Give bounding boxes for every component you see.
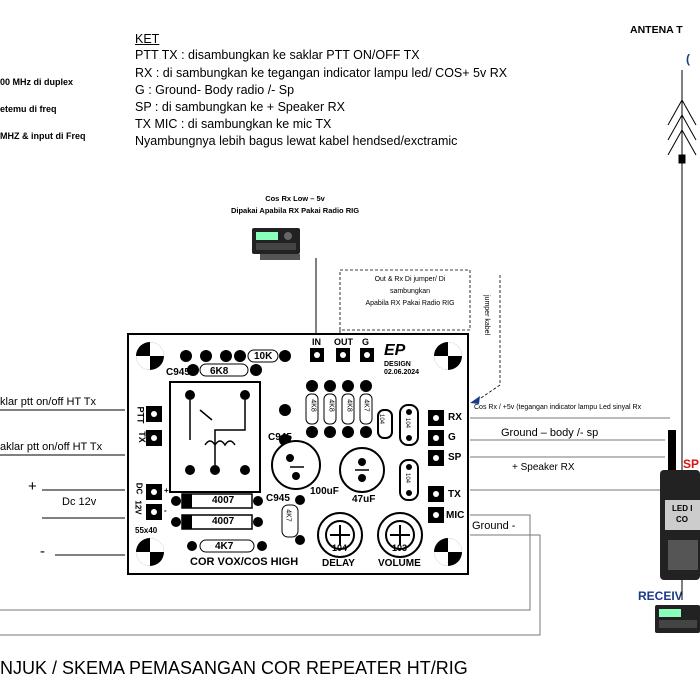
pcb-12v: 12V	[133, 500, 143, 515]
bottom-title: NJUK / SKEMA PEMASANGAN COR REPEATER HT/…	[0, 658, 468, 678]
ket-line-rx: RX : di sambungkan ke tegangan indicator…	[135, 66, 508, 80]
pcb-r10k: 10K	[254, 351, 273, 362]
ket-line-ptt: PTT TX : disambungkan ke saklar PTT ON/O…	[135, 48, 420, 62]
radio-screen-1: LED I	[672, 504, 693, 513]
label-dc12v: Dc 12v	[62, 496, 97, 508]
pcb-r4k8-1: 4K8	[309, 399, 317, 412]
side-note-2: etemu di freq	[0, 104, 57, 114]
ket-line-g: G : Ground- Body radio /- Sp	[135, 83, 295, 97]
label-ground-body: Ground – body /- sp	[501, 427, 599, 439]
label-plus: +	[28, 478, 37, 495]
label-speaker-rx: + Speaker RX	[512, 462, 575, 473]
pcb-ptt: PTT	[135, 406, 146, 424]
ket-title: KET	[135, 32, 160, 46]
pcb-r104: 104	[332, 543, 348, 553]
pcb-c945-3: C945	[266, 493, 290, 504]
ket-line-txmic: TX MIC : di sambungkan ke mic TX	[135, 117, 332, 131]
radio-screen-2: CO	[676, 515, 688, 524]
pcb-size: 55x40	[135, 526, 158, 535]
pcb-r4k7: 4K7	[362, 399, 370, 412]
radio-top-text: SP	[683, 457, 700, 471]
pcb-c104-3: 104	[404, 472, 411, 484]
pcb-g-pin: G	[448, 432, 456, 443]
delay-pot-icon	[317, 512, 363, 558]
jumper-note-line3: Apabila RX Pakai Radio RIG	[365, 300, 455, 307]
label-ptt-2: aklar ptt on/off HT Tx	[0, 441, 103, 453]
pcb-ep-logo: EP	[384, 342, 406, 359]
pcb-tx: TX	[136, 431, 147, 443]
pcb-c945-1: C945	[166, 367, 190, 378]
pcb-board	[127, 333, 469, 575]
pcb-minus: -	[164, 506, 167, 515]
pcb-r4k8-3: 4K8	[345, 399, 353, 412]
label-ptt-1: klar ptt on/off HT Tx	[0, 396, 96, 408]
ket-line-note: Nyambungnya lebih bagus lewat kabel hend…	[135, 134, 458, 148]
pcb-g: G	[362, 337, 370, 347]
jumper-note-line2: sambungkan	[389, 288, 431, 295]
label-minus: -	[40, 543, 45, 560]
pcb-txmic-mic: MIC	[446, 510, 465, 521]
pcb-in: IN	[312, 337, 321, 347]
ket-line-sp: SP : di sambungkan ke + Speaker RX	[135, 100, 345, 114]
pcb-out: OUT	[334, 337, 353, 347]
side-note-1: 00 MHz di duplex	[0, 77, 74, 87]
pcb-plus: +	[164, 486, 169, 495]
antenna-sub: (	[686, 52, 690, 66]
cos-note-line2: Dipakai Apabila RX Pakai Radio RIG	[230, 206, 360, 215]
pcb-d4007-1: 4007	[212, 495, 235, 506]
pcb-dc: DC	[134, 482, 144, 495]
pcb-sp: SP	[448, 452, 462, 463]
pcb-rx: RX	[448, 412, 462, 423]
pcb-cor-label: COR VOX/COS HIGH	[190, 556, 299, 568]
pcb-d4007-2: 4007	[212, 516, 235, 527]
pcb-volume-label: VOLUME	[378, 558, 421, 569]
rig-radio-icon	[252, 228, 300, 260]
handheld-radio-icon	[660, 430, 700, 580]
pcb-r103: 103	[392, 543, 408, 553]
pcb-r4k8-2: 4K8	[327, 399, 335, 412]
rig-radio-bottom-icon	[655, 605, 700, 633]
cos-note-line1: Cos Rx Low – 5v	[265, 194, 325, 203]
pcb-c100uf: 100uF	[310, 486, 339, 497]
pcb-c104-2: 104	[404, 417, 411, 429]
jumper-note-line1: Out & Rx Di jumper/ Di	[374, 276, 446, 283]
receiver-label: RECEIV	[638, 589, 683, 603]
antenna-label: ANTENA T	[630, 24, 683, 36]
pcb-design: DESIGN	[384, 361, 411, 368]
label-cos-rx: Cos Rx / +5v (tegangan indicator lampu L…	[474, 404, 642, 411]
label-ground-2: Ground -	[472, 520, 516, 532]
pcb-c945-2: C945	[268, 432, 292, 443]
pcb-r6k8: 6K8	[210, 366, 229, 377]
pcb-r4k7-2: 4K7	[215, 541, 234, 552]
pcb-r4k7-3: 4K7	[284, 509, 292, 522]
pcb-c104-1: 104	[378, 413, 385, 425]
pcb-c47uf: 47uF	[352, 494, 376, 505]
volume-pot-icon	[377, 512, 423, 558]
side-note-3: MHZ & input di Freq	[0, 131, 86, 141]
pcb-date: 02.06.2024	[384, 369, 420, 376]
pcb-txmic-tx: TX	[448, 489, 461, 500]
pcb-delay-label: DELAY	[322, 558, 355, 569]
